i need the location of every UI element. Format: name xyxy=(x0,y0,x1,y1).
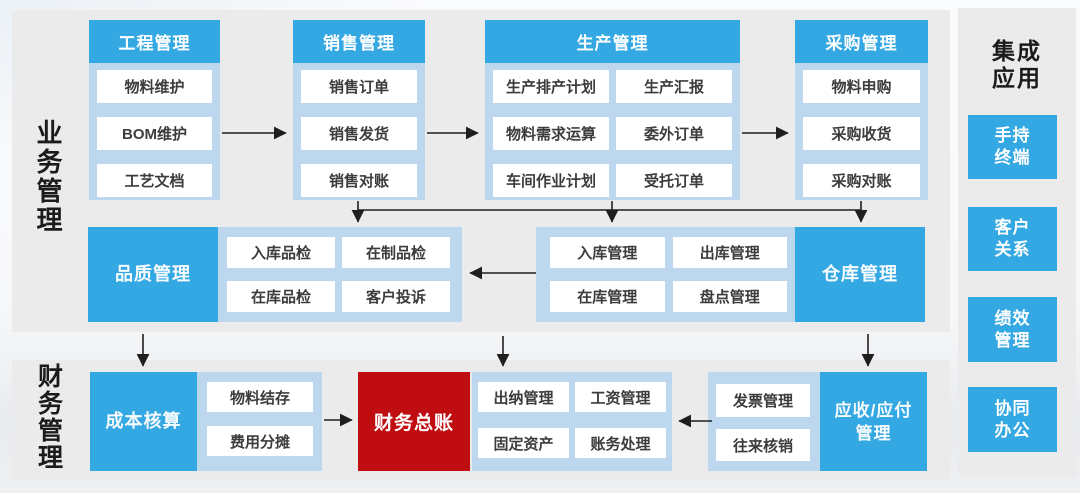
group-header-sales: 销售管理 xyxy=(293,20,425,63)
receivable-label-line2: 管理 xyxy=(855,423,892,443)
group-header-engineering: 工程管理 xyxy=(89,20,220,63)
diagram-item: 出库管理 xyxy=(672,237,787,268)
diagram-item: 物料申购 xyxy=(803,70,920,103)
integration-title-line2: 应用 xyxy=(992,65,1042,91)
diagram-item: 委外订单 xyxy=(616,117,732,150)
diagram-item: 客户投诉 xyxy=(342,281,450,312)
diagram-item: 采购对账 xyxy=(803,164,920,197)
diagram-item: 工资管理 xyxy=(575,382,666,412)
diagram-item: 出纳管理 xyxy=(478,382,569,412)
diagram-item: 在库品检 xyxy=(227,281,335,312)
receivable-label-line1: 应收/应付 xyxy=(834,400,913,420)
diagram-item: 在库管理 xyxy=(550,281,665,312)
diagram-item: 固定资产 xyxy=(478,428,569,458)
finance-section-label: 财务管理 xyxy=(34,362,63,471)
quality-label: 品质管理 xyxy=(88,227,218,322)
integration-title-line1: 集成 xyxy=(992,38,1042,64)
diagram-item: 在制品检 xyxy=(342,237,450,268)
diagram-item: 入库品检 xyxy=(227,237,335,268)
diagram-item: 物料结存 xyxy=(207,382,313,412)
app-handheld-terminal: 手持 终端 xyxy=(968,115,1057,179)
group-production: 生产管理 生产排产计划 生产汇报 物料需求运算 委外订单 车间作业计划 受托订单 xyxy=(485,20,740,200)
diagram-item: 盘点管理 xyxy=(672,281,787,312)
app-performance-management: 绩效 管理 xyxy=(968,297,1057,362)
warehouse-items: 入库管理 出库管理 在库管理 盘点管理 xyxy=(536,227,795,322)
diagram-item: 销售发货 xyxy=(301,117,417,150)
app-customer-relations: 客户 关系 xyxy=(968,207,1057,271)
production-items: 生产排产计划 生产汇报 物料需求运算 委外订单 车间作业计划 受托订单 xyxy=(485,63,740,201)
group-engineering: 工程管理 物料维护 BOM维护 工艺文档 xyxy=(89,20,220,200)
diagram-item: 工艺文档 xyxy=(97,164,212,197)
diagram-item: 费用分摊 xyxy=(207,426,313,456)
app-label-line: 关系 xyxy=(994,240,1031,259)
diagram-item: 物料维护 xyxy=(97,70,212,103)
quality-items: 入库品检 在制品检 在库品检 客户投诉 xyxy=(218,227,462,322)
integration-panel: 集成 应用 手持 终端 客户 关系 绩效 管理 协同 办公 xyxy=(958,8,1076,477)
integration-title: 集成 应用 xyxy=(958,38,1076,92)
diagram-item: 账务处理 xyxy=(575,428,666,458)
app-label-line: 终端 xyxy=(994,148,1031,167)
purchasing-items: 物料申购 采购收货 采购对账 xyxy=(795,63,928,201)
group-receivable: 发票管理 往来核销 应收/应付 管理 xyxy=(708,372,927,471)
accounting-items: 出纳管理 工资管理 固定资产 账务处理 xyxy=(472,372,672,471)
diagram-item: 受托订单 xyxy=(616,164,732,197)
app-label-line: 绩效 xyxy=(994,308,1031,328)
app-label-line: 办公 xyxy=(994,420,1031,440)
diagram-item: 生产排产计划 xyxy=(493,70,609,103)
app-label-line: 手持 xyxy=(994,126,1031,145)
group-header-purchasing: 采购管理 xyxy=(795,20,928,63)
group-quality: 品质管理 入库品检 在制品检 在库品检 客户投诉 xyxy=(88,227,462,322)
diagram-item: 车间作业计划 xyxy=(493,164,609,197)
group-sales: 销售管理 销售订单 销售发货 销售对账 xyxy=(293,20,425,200)
group-cost: 成本核算 物料结存 费用分摊 xyxy=(90,372,322,471)
receivable-label: 应收/应付 管理 xyxy=(820,372,927,471)
receivable-items: 发票管理 往来核销 xyxy=(708,372,820,471)
group-header-production: 生产管理 xyxy=(485,20,740,63)
app-label-line: 协同 xyxy=(994,398,1031,418)
group-purchasing: 采购管理 物料申购 采购收货 采购对账 xyxy=(795,20,928,200)
diagram-item: 销售订单 xyxy=(301,70,417,103)
business-section-label: 业务管理 xyxy=(33,119,63,235)
cost-label: 成本核算 xyxy=(90,372,197,471)
sales-items: 销售订单 销售发货 销售对账 xyxy=(293,63,425,201)
diagram-item: 采购收货 xyxy=(803,117,920,150)
engineering-items: 物料维护 BOM维护 工艺文档 xyxy=(89,63,220,201)
general-ledger-box: 财务总账 xyxy=(358,372,470,471)
diagram-item: 发票管理 xyxy=(716,384,810,417)
diagram-item: BOM维护 xyxy=(97,117,212,150)
group-accounting: 出纳管理 工资管理 固定资产 账务处理 xyxy=(472,372,672,471)
group-warehouse: 入库管理 出库管理 在库管理 盘点管理 仓库管理 xyxy=(536,227,925,322)
warehouse-label: 仓库管理 xyxy=(795,227,925,322)
diagram-item: 生产汇报 xyxy=(616,70,732,103)
app-collaborative-office: 协同 办公 xyxy=(968,387,1057,452)
app-label-line: 管理 xyxy=(994,330,1031,350)
diagram-item: 入库管理 xyxy=(550,237,665,268)
cost-items: 物料结存 费用分摊 xyxy=(197,372,322,471)
diagram-item: 销售对账 xyxy=(301,164,417,197)
app-label-line: 客户 xyxy=(994,218,1031,237)
diagram-item: 物料需求运算 xyxy=(493,117,609,150)
diagram-item: 往来核销 xyxy=(716,429,810,461)
